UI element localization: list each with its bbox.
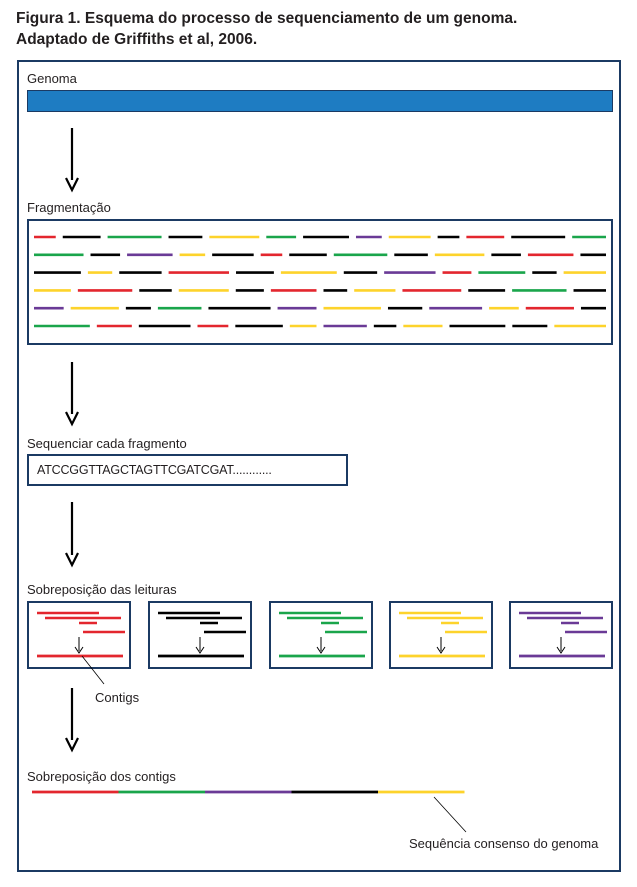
diagram-frame (17, 60, 621, 872)
step-label-contig-overlap: Sobreposição dos contigs (27, 769, 176, 784)
flow-arrow-1 (65, 128, 79, 193)
overlap-reads (37, 611, 607, 658)
overlap-arrow-head (316, 646, 326, 654)
consensus-leader-line (433, 796, 467, 833)
step-label-sequencing: Sequenciar cada fragmento (27, 436, 187, 451)
sequence-text: ATCCGGTTAGCTAGTTCGATCGAT............ (37, 463, 272, 477)
step-label-fragmentation: Fragmentação (27, 200, 111, 215)
flow-arrow-3 (65, 502, 79, 568)
overlap-arrow-head (195, 646, 205, 654)
step-label-genome: Genoma (27, 71, 77, 86)
caption-line-2: Adaptado de Griffiths et al, 2006. (16, 31, 258, 48)
flow-arrow-4 (65, 688, 79, 753)
step-label-read-overlap: Sobreposição das leituras (27, 582, 177, 597)
contigs-label: Contigs (95, 690, 140, 705)
consensus-label: Sequência consenso do genoma (409, 836, 599, 851)
overlap-arrow-head (74, 646, 84, 654)
contigs-leader-line (81, 655, 105, 685)
fragment-reads (34, 235, 606, 328)
flow-arrow-2 (65, 362, 79, 427)
overlap-arrow-head (556, 646, 566, 654)
genome-bar (27, 90, 613, 112)
fragments-box (27, 219, 613, 345)
caption-line-1: Figura 1. Esquema do processo de sequenc… (16, 10, 518, 27)
figure-caption: Figura 1. Esquema do processo de sequenc… (16, 8, 626, 50)
sequence-box: ATCCGGTTAGCTAGTTCGATCGAT............ (27, 454, 348, 486)
overlap-arrow-head (436, 646, 446, 654)
